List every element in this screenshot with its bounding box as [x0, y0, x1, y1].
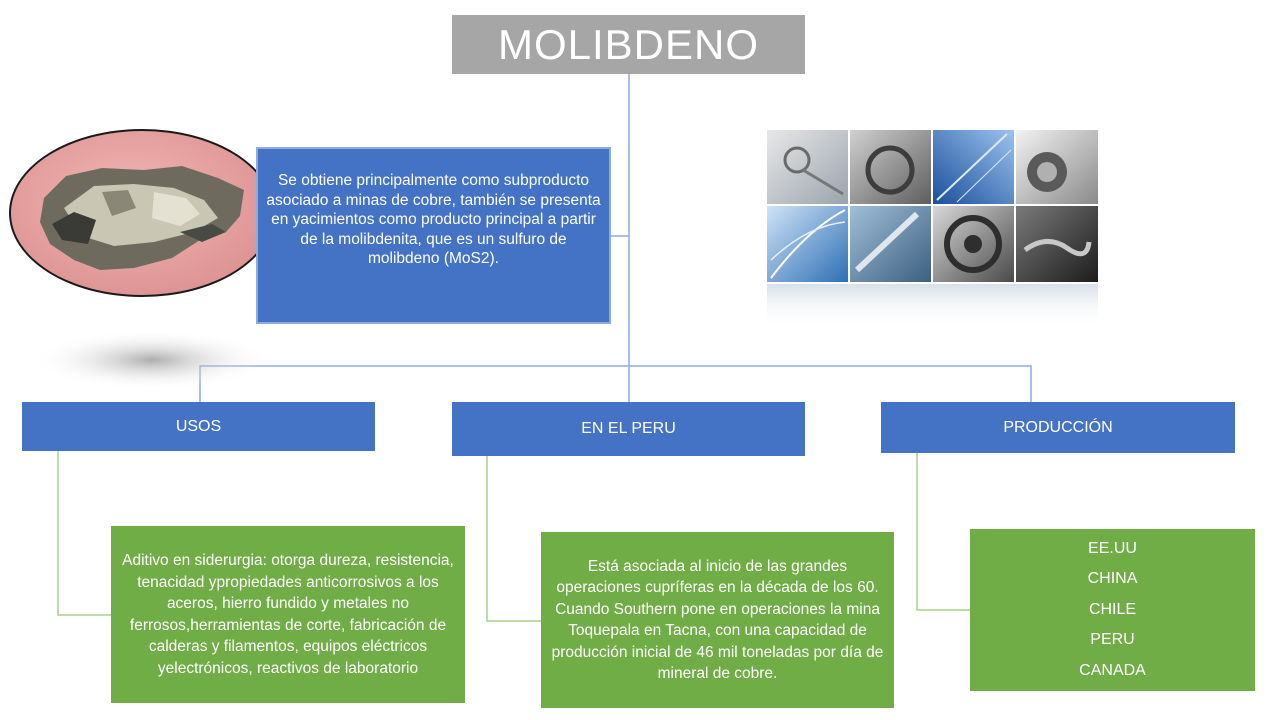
usos-node: USOS [22, 402, 375, 451]
title-text: MOLIBDENO [497, 20, 760, 68]
usos-detail-node: Aditivo en siderurgia: otorga dureza, re… [111, 526, 465, 703]
industrial-uses-collage [767, 130, 1098, 328]
produccion-label: PRODUCCIÓN [1003, 418, 1113, 436]
description-node: Se obtiene principalmente como subproduc… [256, 147, 611, 324]
description-text: Se obtiene principalmente como subproduc… [266, 172, 601, 267]
country-list: EE.UU CHINA CHILE PERU CANADA [1079, 534, 1146, 687]
en-el-peru-detail-node: Está asociada al inicio de las grandes o… [541, 532, 894, 708]
connector-branches [199, 365, 1032, 402]
molybdenite-rock-image [4, 128, 284, 398]
country-item: CHINA [1087, 570, 1138, 588]
country-item: CHILE [1088, 600, 1137, 618]
country-item: CANADA [1079, 661, 1146, 679]
en-el-peru-node: EN EL PERU [452, 402, 805, 456]
en-el-peru-detail-text: Está asociada al inicio de las grandes o… [551, 557, 884, 683]
en-el-peru-label: EN EL PERU [581, 420, 676, 437]
produccion-node: PRODUCCIÓN [881, 402, 1235, 453]
connector-produccion-leaf [916, 453, 970, 611]
country-item: EE.UU [1088, 539, 1137, 557]
country-item: PERU [1090, 631, 1135, 649]
produccion-detail-node: EE.UU CHINA CHILE PERU CANADA [970, 529, 1255, 691]
connector-peru-leaf [486, 456, 541, 622]
title-node: MOLIBDENO [452, 15, 805, 74]
connector-usos-leaf [57, 451, 111, 616]
usos-detail-text: Aditivo en siderurgia: otorga dureza, re… [122, 552, 454, 677]
usos-label: USOS [175, 417, 222, 435]
